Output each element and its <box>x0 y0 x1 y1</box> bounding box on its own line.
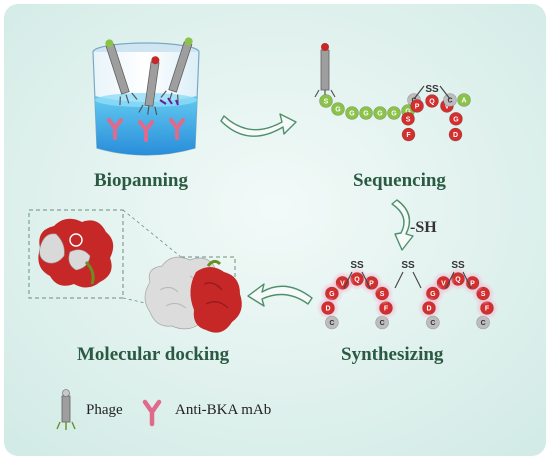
residue-g: G <box>387 106 401 120</box>
legend-antibody-label: Anti-BKA mAb <box>175 402 272 418</box>
step-label-sequencing: Sequencing <box>353 170 446 191</box>
residue-c: C <box>426 315 440 330</box>
residue-f: F <box>401 127 416 142</box>
residue-c: C <box>443 93 457 107</box>
reaction-label: -SH <box>410 219 437 236</box>
residue-g: G <box>345 106 359 120</box>
residue-label: C <box>380 320 385 327</box>
residue-label: G <box>335 107 341 114</box>
ss-label: SS <box>451 260 465 271</box>
step-label-docking: Molecular docking <box>77 344 230 365</box>
residue-label: S <box>406 116 411 123</box>
residue-label: G <box>377 111 383 118</box>
residue-label: G <box>349 111 355 118</box>
residue-label: G <box>453 116 459 123</box>
residue-label: P <box>369 280 374 287</box>
disulfide-bond-sequence: SS <box>413 84 451 100</box>
residue-label: V <box>340 280 345 287</box>
residue-p: P <box>410 99 424 113</box>
residue-label: G <box>430 291 436 298</box>
residue-label: D <box>426 306 431 313</box>
residue-label: C <box>447 98 452 105</box>
peptide-linker: SGGGGGGC <box>319 93 421 120</box>
residue-g: G <box>359 106 373 120</box>
residue-label: Q <box>429 99 435 106</box>
residue-label: F <box>384 306 389 313</box>
arrow-to-synthesizing <box>391 199 414 251</box>
legend-antibody-icon <box>142 399 162 427</box>
residue-label: S <box>380 291 385 298</box>
residue-s: S <box>401 112 415 126</box>
residue-label: P <box>415 103 420 110</box>
residue-label: V <box>445 103 450 110</box>
residue-d: D <box>316 296 340 320</box>
residue-g: G <box>331 102 345 116</box>
residue-label: Q <box>354 277 360 284</box>
bond-line <box>445 271 455 289</box>
residue-s: S <box>319 94 333 108</box>
step-label-biopanning: Biopanning <box>94 170 188 191</box>
residue-label: V <box>441 280 446 287</box>
protein-complex <box>144 256 242 333</box>
phages-in-beaker <box>105 37 193 116</box>
residue-label: F <box>406 132 411 139</box>
residue-label: C <box>329 320 334 327</box>
legend-phage-icon <box>56 389 76 430</box>
bond-line <box>394 271 404 289</box>
bond-line <box>462 271 472 289</box>
arrow-to-sequencing <box>220 113 297 137</box>
residue-label: Q <box>455 277 461 284</box>
antibody-in-beaker <box>107 118 185 142</box>
residue-label: D <box>325 306 330 313</box>
residue-label: A <box>461 98 466 105</box>
ss-label: SS <box>401 260 415 271</box>
residue-label: D <box>453 132 458 139</box>
residue-label: G <box>391 111 397 118</box>
legend-phage-label: Phage <box>86 402 123 418</box>
residue-label: G <box>329 291 335 298</box>
residue-d: D <box>417 296 441 320</box>
residue-label: C <box>430 320 435 327</box>
residue-g: G <box>373 106 387 120</box>
residue-g: G <box>449 112 463 126</box>
residue-c: C <box>325 315 339 330</box>
arrow-to-docking <box>247 283 313 307</box>
residue-a: A <box>457 93 471 107</box>
residue-label: C <box>481 320 486 327</box>
residue-label: F <box>485 306 490 313</box>
bond-line <box>361 271 371 289</box>
residue-d: D <box>448 127 463 142</box>
residue-label: G <box>405 109 411 116</box>
residue-label: G <box>363 111 369 118</box>
bond-line <box>343 271 353 289</box>
residue-label: S <box>481 291 486 298</box>
residue-label: S <box>324 99 329 106</box>
disulfide-bridges: SS SS SS <box>350 260 465 271</box>
ss-label: SS <box>425 84 439 95</box>
beaker <box>92 37 200 156</box>
protein-closeup <box>38 218 114 288</box>
step-label-synthesizing: Synthesizing <box>341 344 444 365</box>
residue-label: P <box>470 280 475 287</box>
docking-structure <box>28 209 242 333</box>
residue-q: Q <box>425 94 439 108</box>
bond-line <box>412 271 422 289</box>
ss-label: SS <box>350 260 364 271</box>
